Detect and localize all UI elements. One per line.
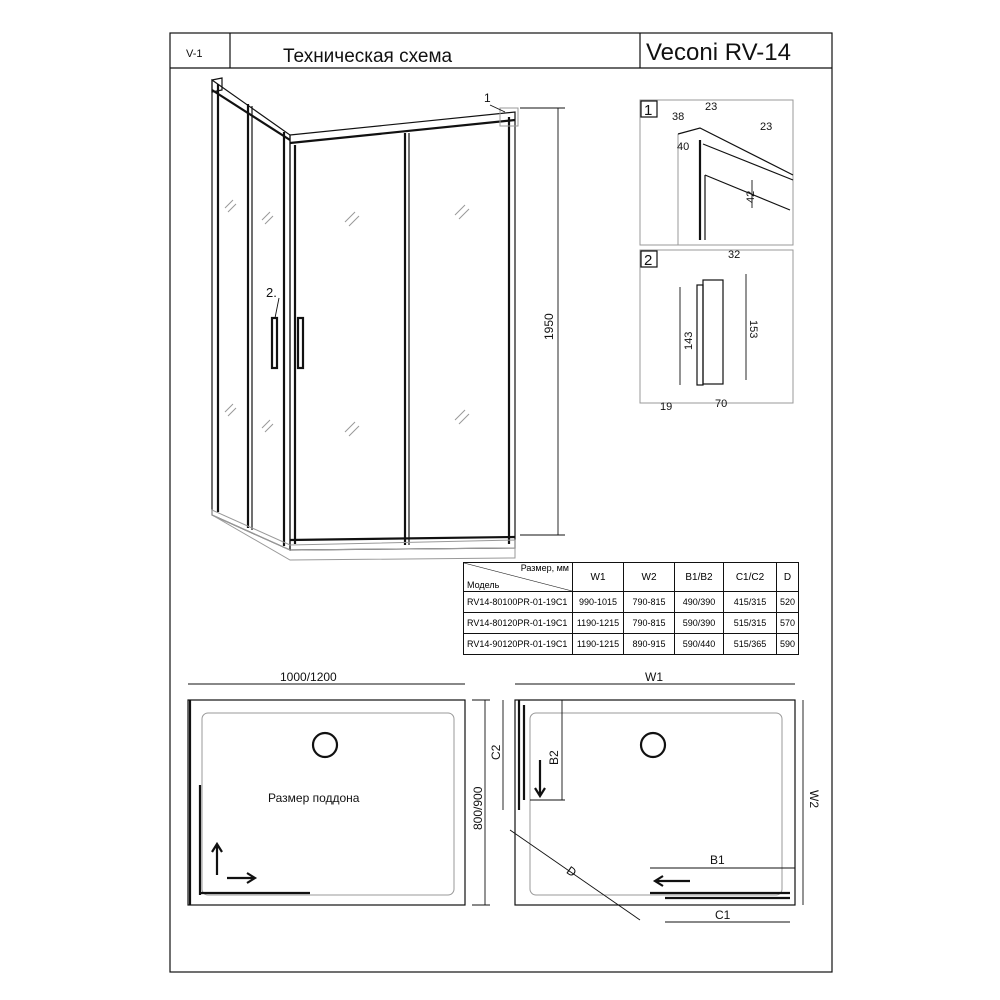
page-title: Техническая схема (283, 46, 453, 67)
arrow-icon (211, 841, 258, 884)
detail-2-handle: 2 143 153 32 19 70 (639, 249, 794, 413)
callout-2: 2. (266, 285, 277, 300)
cell: 570 (775, 612, 800, 634)
version-label: V-1 (186, 48, 203, 60)
cell: 790-815 (623, 612, 675, 634)
column-header: W1 (572, 562, 624, 592)
svg-text:19: 19 (660, 401, 672, 413)
svg-text:D: D (564, 863, 579, 880)
svg-text:42: 42 (745, 191, 757, 203)
drain-icon (311, 731, 339, 759)
drain-icon (639, 731, 667, 759)
model-cell: RV14-90120PR-01-19C1 (463, 633, 573, 655)
cell: 890-915 (623, 633, 675, 655)
table-row: RV14-90120PR-01-19C1 1190-1215 890-915 5… (463, 633, 800, 655)
tray-plan-view: 1000/1200 800/900 Размер поддона (187, 670, 490, 906)
svg-text:70: 70 (715, 398, 727, 410)
detail-1-top-profile: 1 38 23 23 40 42 (639, 99, 794, 246)
svg-text:2: 2 (644, 252, 652, 269)
cell: 515/365 (723, 633, 777, 655)
enclosure-plan-view: W1 W2 C2 B2 B1 C1 D (489, 670, 821, 923)
cell: 415/315 (723, 591, 777, 613)
height-dimension: 1950 (542, 313, 556, 340)
corner-top-label: Размер, мм (520, 563, 569, 573)
model-title: Veconi RV-14 (646, 39, 791, 66)
cell: 790-815 (623, 591, 675, 613)
svg-text:C1: C1 (715, 908, 731, 922)
cell: 590/440 (674, 633, 724, 655)
cell: 490/390 (674, 591, 724, 613)
svg-text:B1: B1 (710, 853, 725, 867)
handle-right (296, 316, 305, 370)
cell: 520 (775, 591, 800, 613)
tray-size-label: Размер поддона (268, 791, 360, 805)
cell: 590 (775, 633, 800, 655)
svg-text:W2: W2 (807, 790, 821, 808)
enclosure-elevation: 1950 1 2. (211, 77, 565, 561)
svg-text:23: 23 (760, 121, 772, 133)
column-header: W2 (623, 562, 675, 592)
model-cell: RV14-80100PR-01-19C1 (463, 591, 573, 613)
svg-text:143: 143 (683, 332, 695, 350)
column-header: C1/C2 (723, 562, 777, 592)
table-corner-header: Размер, мм Модель (463, 562, 573, 592)
svg-text:W1: W1 (645, 670, 663, 684)
tray-depth-dimension: 800/900 (471, 786, 485, 830)
column-header: B1/B2 (674, 562, 724, 592)
table-row: RV14-80100PR-01-19C1 990-1015 790-815 49… (463, 591, 800, 613)
svg-text:32: 32 (728, 249, 740, 261)
tray-width-dimension: 1000/1200 (280, 670, 337, 684)
handle-left (270, 316, 279, 370)
svg-text:153: 153 (747, 320, 759, 338)
model-dimensions-table: Размер, мм Модель W1 W2 B1/B2 C1/C2 D RV… (463, 562, 800, 655)
cell: 590/390 (674, 612, 724, 634)
sheet-frame (169, 32, 833, 973)
svg-text:B2: B2 (547, 750, 561, 765)
cell: 1190-1215 (572, 612, 624, 634)
svg-text:38: 38 (672, 111, 684, 123)
model-cell: RV14-80120PR-01-19C1 (463, 612, 573, 634)
cell: 1190-1215 (572, 633, 624, 655)
svg-text:23: 23 (705, 101, 717, 113)
column-header: D (775, 562, 800, 592)
cell: 990-1015 (572, 591, 624, 613)
callout-1: 1 (484, 91, 491, 105)
cell: 515/315 (723, 612, 777, 634)
svg-text:C2: C2 (489, 744, 503, 760)
corner-bottom-label: Модель (467, 580, 500, 590)
svg-text:1: 1 (644, 102, 652, 119)
table-row: RV14-80120PR-01-19C1 1190-1215 790-815 5… (463, 612, 800, 634)
svg-text:40: 40 (677, 141, 689, 153)
